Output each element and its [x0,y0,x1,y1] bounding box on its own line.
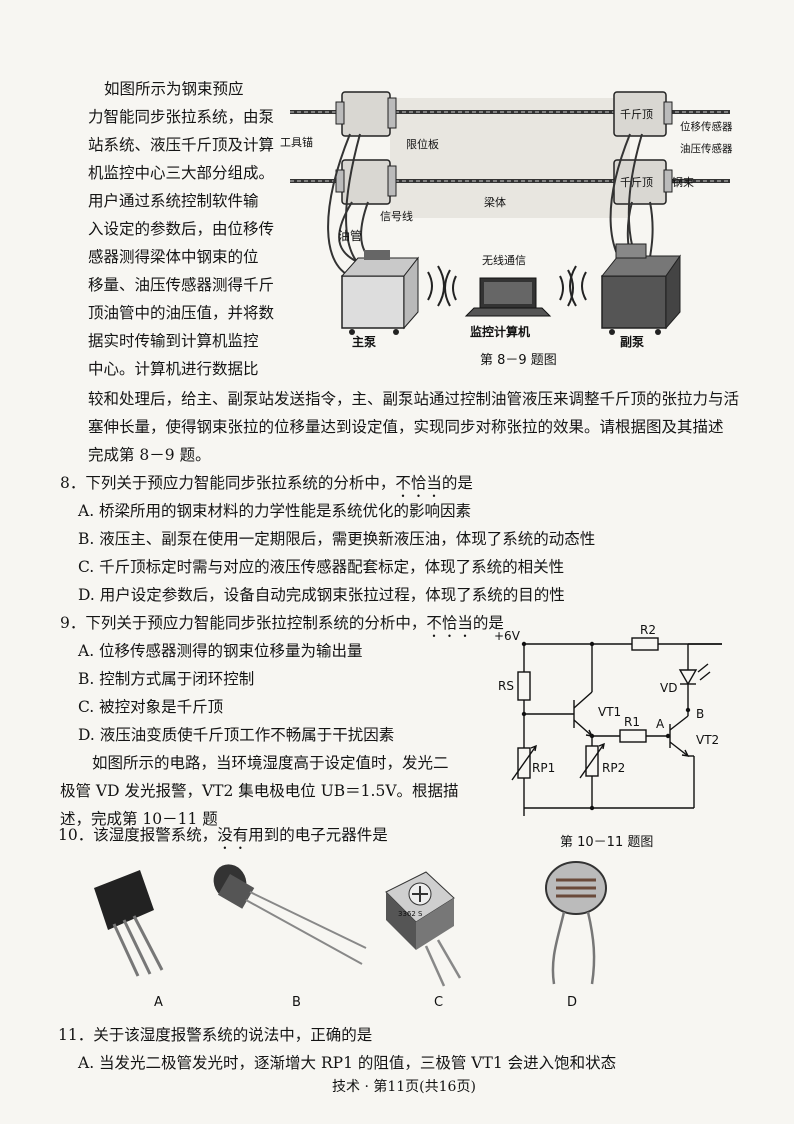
vt1-label: VT1 [598,705,621,719]
wireless-label: 无线通信 [482,253,526,267]
beam-body [390,98,630,218]
question-9-stem: 9．下列关于预应力智能同步张拉控制系统的分析中，不恰当的是 [60,614,504,632]
sub-jack-upper: 千斤顶 [613,91,673,137]
intro-line: 感器测得梁体中钢束的位 [88,248,259,266]
circuit-intro-line: 述，完成第 10－11 题 [60,810,218,828]
tool-anchor-label: 工具锚 [280,135,313,149]
r1-label: R1 [624,715,640,729]
question-9-option-c: C. 被控对象是千斤顶 [78,698,224,716]
led-image [213,864,367,965]
main-jack-upper [335,91,397,137]
circuit-intro-line: 极管 VD 发光报警，VT2 集电极电位 UB＝1.5V。根据描 [60,782,459,800]
monitoring-computer [464,277,552,317]
question-9-option-a: A. 位移传感器测得的钢束位移量为输出量 [78,642,363,660]
signal-line-label: 信号线 [380,209,413,223]
intro-line: 如图所示为钢束预应 [104,80,244,98]
question-8-stem: 8．下列关于预应力智能同步张拉系统的分析中，不恰当的是 [60,474,473,492]
choice-d-label: D [567,995,577,1010]
tensioning-system-figure: 千斤顶 千斤顶 [280,91,733,368]
circuit-caption: 第 10－11 题图 [560,835,653,850]
disp-sensor-label: 位移传感器 [680,120,733,133]
supply-label: +6V [494,629,521,643]
page-footer: 技术 · 第11页(共16页) [332,1079,476,1095]
r2-label: R2 [640,623,656,637]
question-9-option-d: D. 液压油变质使千斤顶工作不畅属于干扰因素 [78,726,395,744]
transistor-image [94,870,164,977]
oil-pipe-label: 油管 [338,228,362,243]
intro-line: 机监控中心三大部分组成。 [88,164,275,182]
rp2-label: RP2 [602,761,625,775]
main-pump [340,250,420,335]
circuit-figure: +6V R2 RS VD VT1 R1 A B VT2 RP1 RP2 第 10… [494,623,722,850]
computer-label: 监控计算机 [470,324,530,339]
circuit-intro-line: 如图所示的电路，当环境湿度高于设定值时，发光二 [92,754,449,772]
sub-jack-lower: 千斤顶 [613,159,673,205]
oil-sensor-label: 油压传感器 [680,142,733,155]
intro-line: 用户通过系统控制软件输 [88,192,259,210]
question-8-option-c: C. 千斤顶标定时需与对应的液压传感器配套标定，体现了系统的相关性 [78,558,565,576]
intro-line: 据实时传输到计算机监控 [88,332,259,350]
question-8-option-d: D. 用户设定参数后，设备自动完成钢束张拉过程，体现了系统的目的性 [78,586,565,604]
wireless-waves [427,265,587,307]
strand-label: 钢束 [672,176,694,189]
component-images: A B 3362 S C D [94,861,607,1010]
main-pump-label: 主泵 [352,334,376,349]
sub-pump-label: 副泵 [620,334,644,349]
jack-label: 千斤顶 [620,108,653,121]
vd-label: VD [660,681,677,695]
intro-line: 较和处理后，给主、副泵站发送指令，主、副泵站通过控制油管液压来调整千斤顶的张拉力… [88,390,740,408]
intro-line: 站系统、液压千斤顶及计算 [88,136,275,154]
intro-line: 顶油管中的油压值，并将数 [88,304,275,322]
question-11-stem: 11．关于该湿度报警系统的说法中，正确的是 [58,1026,373,1044]
intro-line: 力智能同步张拉系统，由泵 [88,108,275,126]
limit-plate-label: 限位板 [406,137,439,151]
jack-label: 千斤顶 [620,176,653,189]
node-b-label: B [696,707,704,721]
intro-line: 移量、油压传感器测得千斤 [88,276,275,294]
intro-line: 入设定的参数后，由位移传 [88,220,275,238]
question-8-option-a: A. 桥梁所用的钢束材料的力学性能是系统优化的影响因素 [78,502,472,520]
intro-line: 中心。计算机进行数据比 [88,360,259,378]
rp1-label: RP1 [532,761,555,775]
choice-c-label: C [434,995,443,1010]
node-a-label: A [656,717,665,731]
choice-a-label: A [154,995,163,1010]
question-11-option-a: A. 当发光二极管发光时，逐渐增大 RP1 的阻值，三极管 VT1 会进入饱和状… [78,1054,617,1072]
vt2-label: VT2 [696,733,719,747]
question-10-stem: 10．该湿度报警系统，没有用到的电子元器件是 [58,826,388,844]
rs-label: RS [498,679,514,693]
choice-b-label: B [292,995,301,1010]
question-8-option-b: B. 液压主、副泵在使用一定期限后，需更换新液压油，体现了系统的动态性 [78,530,596,548]
figure-caption: 第 8－9 题图 [480,353,557,368]
intro-line: 塞伸长量，使得钢束张拉的位移量达到设定值，实现同步对称张拉的效果。请根据图及其描… [88,418,724,436]
intro-line: 完成第 8－9 题。 [88,446,211,464]
sub-pump [600,243,681,335]
trimmer-potentiometer-image: 3362 S [385,871,462,987]
main-jack-lower [335,159,397,205]
question-9-option-b: B. 控制方式属于闭环控制 [78,670,255,688]
trimmer-marking: 3362 S [398,910,423,918]
photoresistor-image [545,861,607,985]
beam-label: 梁体 [484,195,506,209]
